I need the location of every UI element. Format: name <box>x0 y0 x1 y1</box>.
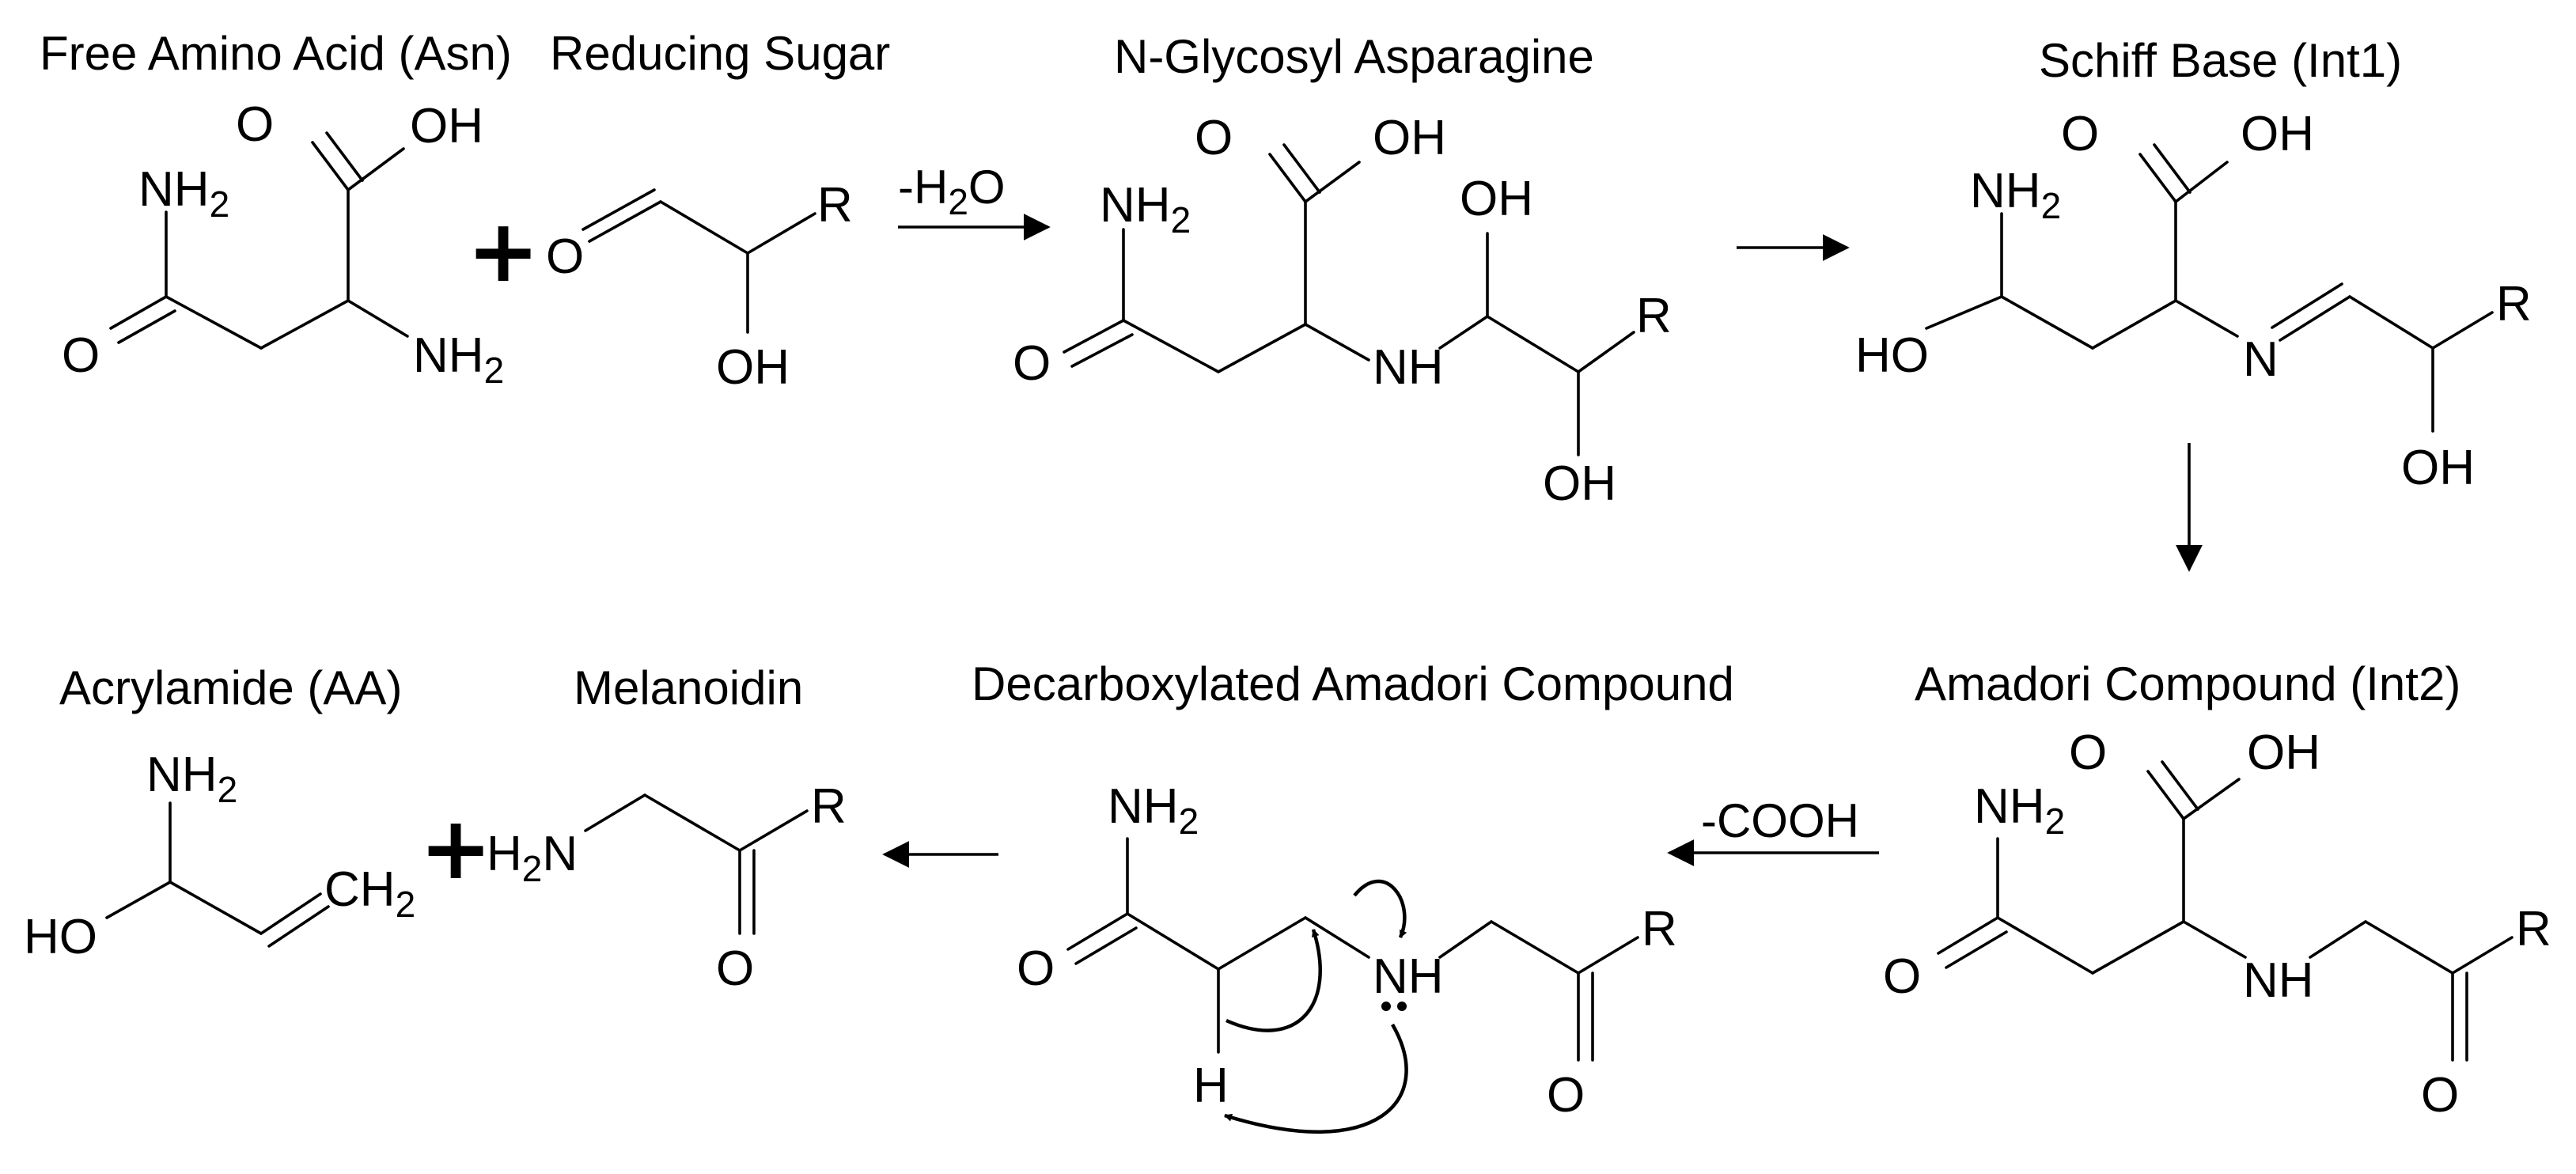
atom-h: H <box>1193 1058 1229 1113</box>
title-reducing-sugar: Reducing Sugar <box>550 27 890 80</box>
curly-arrow-to-n <box>1353 879 1407 938</box>
atom-carbonyl-o: O <box>2069 725 2107 780</box>
atom-r: R <box>2516 902 2551 956</box>
title-asparagine: Free Amino Acid (Asn) <box>40 27 512 80</box>
atom-sugar-oh: OH <box>716 340 790 395</box>
molecule-asparagine: O OH NH2 O NH2 <box>62 97 504 391</box>
atom-nh2: NH2 <box>146 748 237 810</box>
title-n-glycosyl-asparagine: N-Glycosyl Asparagine <box>1114 30 1594 83</box>
atom-sugar-r: R <box>817 178 853 233</box>
atom-sugar-oh: OH <box>1543 456 1616 511</box>
atom-ho: HO <box>24 910 97 964</box>
lone-pair-dot-right <box>1397 1002 1407 1011</box>
atom-amide-o: O <box>1013 336 1051 391</box>
curly-arrow-lone-pair-to-h <box>1224 1023 1408 1134</box>
plus-sign-top: + <box>467 200 540 301</box>
atom-ho: HO <box>1855 328 1929 383</box>
atom-aldehyde-o: O <box>546 229 584 284</box>
atom-amide-nh2: NH2 <box>138 162 229 225</box>
label-decarboxylation: -COOH <box>1701 794 1859 847</box>
lone-pair-dot-left <box>1381 1002 1391 1011</box>
label-dehydration: -H2O <box>898 161 1006 222</box>
atom-ketone-o: O <box>1547 1068 1585 1123</box>
arrow-decarboxylation: -COOH <box>1667 794 1879 866</box>
plus-sign-bottom: + <box>419 797 492 899</box>
atom-amide-o: O <box>1883 949 1921 1004</box>
molecule-reducing-sugar: O R OH <box>546 178 853 395</box>
title-melanoidin: Melanoidin <box>574 661 803 714</box>
atom-r: R <box>1636 289 1672 343</box>
atom-ketone-o: O <box>2421 1068 2459 1123</box>
atom-carbonyl-o: O <box>236 97 274 152</box>
atom-acid-oh: OH <box>2241 107 2314 161</box>
curly-arrow-c-h-bond <box>1225 929 1322 1032</box>
svg-text:NH2: NH2 <box>138 162 229 225</box>
atom-acid-oh: OH <box>2247 725 2320 780</box>
atom-amide-nh2: NH2 <box>1974 779 2065 842</box>
atom-r: R <box>1642 902 1677 956</box>
atom-r: R <box>2496 277 2532 331</box>
atom-acid-oh: OH <box>410 99 483 153</box>
atom-carbonyl-o: O <box>2061 107 2099 161</box>
atom-acid-oh: OH <box>1373 111 1446 165</box>
atom-amide-o: O <box>62 328 100 383</box>
title-acrylamide: Acrylamide (AA) <box>59 661 402 714</box>
atom-amide-nh2: NH2 <box>1100 178 1191 240</box>
title-amadori-compound: Amadori Compound (Int2) <box>1915 657 2460 710</box>
atom-nh: NH <box>1373 340 1444 395</box>
atom-amide-o: O <box>1017 941 1055 996</box>
molecule-melanoidin: H2N R O <box>487 779 847 996</box>
arrow-dehydration: -H2O <box>898 161 1051 240</box>
atom-h2n: H2N <box>487 827 578 889</box>
molecule-amadori-compound: O OH NH2 O NH R O <box>1883 725 2551 1123</box>
atom-ch2: CH2 <box>324 862 415 925</box>
title-decarboxylated-amadori: Decarboxylated Amadori Compound <box>972 657 1734 710</box>
atom-ketone-o: O <box>716 941 754 996</box>
molecule-decarboxylated-amadori: NH2 O NH H R O <box>1017 779 1677 1134</box>
atom-imine-n: N <box>2243 332 2279 387</box>
atom-sugar-oh: OH <box>2401 441 2475 495</box>
molecule-schiff-base: NH2 HO O OH N R OH <box>1855 107 2532 495</box>
atom-r: R <box>811 779 847 834</box>
molecule-acrylamide: NH2 HO CH2 <box>24 748 415 964</box>
atom-amide-nh2: NH2 <box>1108 779 1199 842</box>
atom-carbonyl-o: O <box>1195 111 1233 165</box>
atom-nh2: NH2 <box>1970 164 2061 226</box>
title-schiff-base: Schiff Base (Int1) <box>2039 34 2402 87</box>
atom-alpha-nh2: NH2 <box>413 328 504 391</box>
atom-nh: NH <box>1373 949 1444 1004</box>
atom-hemiaminal-oh: OH <box>1460 172 1533 226</box>
molecule-n-glycosyl-asparagine: O OH NH2 O NH OH R OH <box>1013 111 1672 511</box>
atom-nh: NH <box>2243 953 2314 1008</box>
